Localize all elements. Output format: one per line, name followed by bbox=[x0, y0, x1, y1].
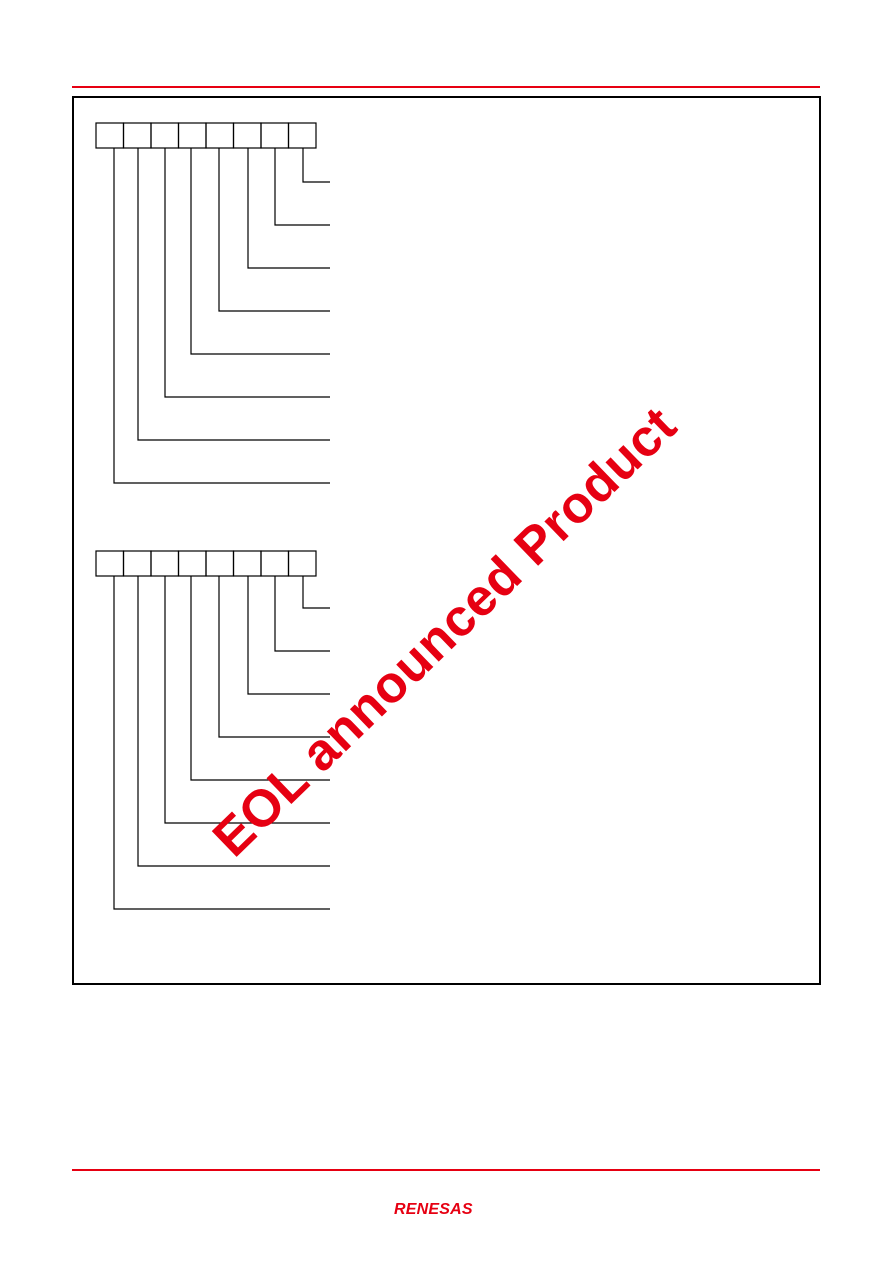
bit-cell bbox=[95, 550, 125, 577]
renesas-logo: RENESAS bbox=[394, 1201, 473, 1218]
bit-cell bbox=[95, 122, 125, 149]
bit-cell bbox=[205, 550, 235, 577]
bit-cell bbox=[260, 550, 290, 577]
bit-cell bbox=[260, 122, 290, 149]
footer-rule bbox=[72, 1169, 820, 1171]
figure-frame bbox=[72, 96, 821, 985]
bit-leader-line bbox=[218, 576, 330, 738]
bit-leader-line bbox=[247, 576, 330, 695]
bit-cell bbox=[287, 122, 317, 149]
bit-leader-line bbox=[274, 148, 330, 226]
bit-cell bbox=[232, 122, 262, 149]
bit-cell bbox=[287, 550, 317, 577]
bit-cell bbox=[205, 122, 235, 149]
bit-leader-line bbox=[302, 576, 330, 609]
bit-cell bbox=[232, 550, 262, 577]
bit-cell bbox=[122, 550, 152, 577]
bit-leader-line bbox=[218, 148, 330, 312]
bit-leader-line bbox=[190, 576, 330, 781]
bit-leader-line bbox=[137, 576, 330, 867]
bit-leader-line bbox=[113, 148, 330, 484]
bit-cell bbox=[177, 122, 207, 149]
bit-cell bbox=[122, 122, 152, 149]
bit-leader-line bbox=[164, 576, 330, 824]
bit-cell bbox=[150, 122, 180, 149]
bit-leader-line bbox=[247, 148, 330, 269]
register-diagram-1 bbox=[95, 122, 330, 484]
register-diagram-2 bbox=[95, 550, 330, 910]
bit-cell bbox=[177, 550, 207, 577]
bit-leader-line bbox=[190, 148, 330, 355]
bit-leader-line bbox=[302, 148, 330, 183]
bit-leader-line bbox=[164, 148, 330, 398]
bit-leader-line bbox=[113, 576, 330, 910]
bit-cell bbox=[150, 550, 180, 577]
header-rule bbox=[72, 86, 820, 88]
bit-leader-line bbox=[274, 576, 330, 652]
bit-leader-line bbox=[137, 148, 330, 441]
